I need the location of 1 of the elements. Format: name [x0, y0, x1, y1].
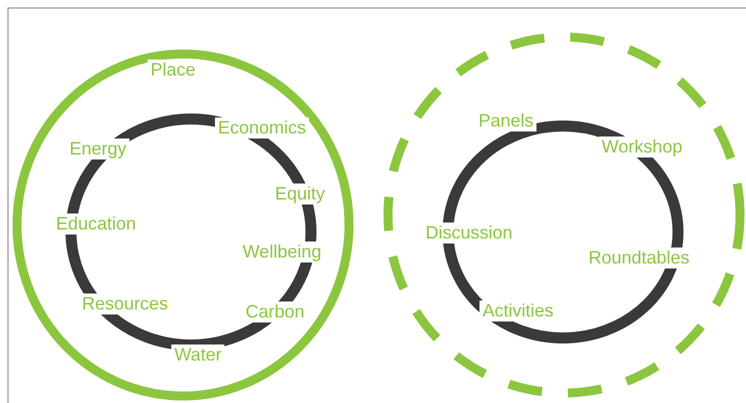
ring-label: Economics [214, 118, 310, 138]
